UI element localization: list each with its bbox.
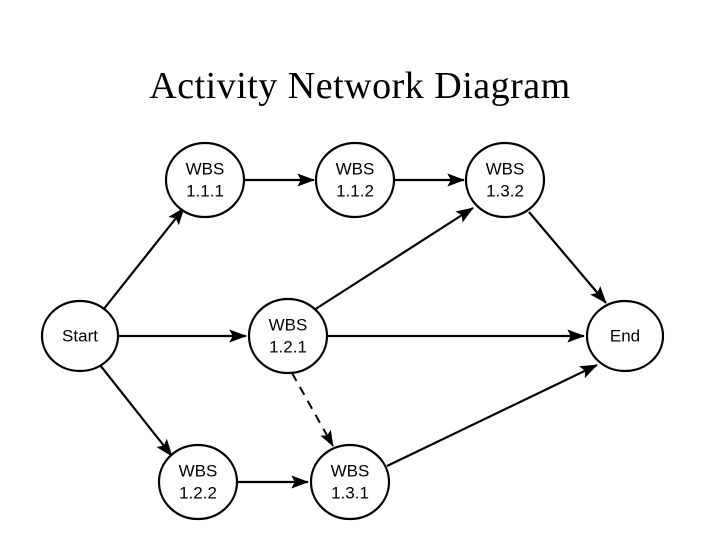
edge-wbs131-to-end: [386, 364, 598, 467]
node-shape-wbs111: [164, 141, 246, 219]
node-shape-end: [585, 299, 665, 373]
node-label-wbs112: WBS: [336, 159, 375, 178]
node-label-wbs132-code: 1.3.2: [486, 181, 524, 200]
edges-layer: [99, 173, 607, 489]
node-label-wbs111-code: 1.1.1: [186, 181, 224, 200]
node-label-wbs121: WBS: [269, 315, 308, 334]
node-wbs131[interactable]: WBS 1.3.1: [309, 443, 391, 521]
node-shape-start: [40, 299, 120, 373]
node-label-wbs121-code: 1.2.1: [269, 337, 307, 356]
node-shape-wbs131: [309, 443, 391, 521]
edge-wbs121-to-wbs132: [313, 207, 474, 311]
node-start[interactable]: Start: [40, 299, 120, 373]
page-title: Activity Network Diagram: [149, 65, 571, 107]
node-wbs122[interactable]: WBS 1.2.2: [157, 443, 239, 521]
edge-start-to-wbs111: [102, 207, 185, 311]
node-label-end: End: [610, 326, 640, 345]
node-shape-wbs112: [314, 141, 396, 219]
node-shape-wbs122: [157, 443, 239, 521]
node-wbs121[interactable]: WBS 1.2.1: [247, 297, 329, 375]
node-label-wbs131: WBS: [331, 461, 370, 480]
edge-wbs132-to-end: [528, 211, 607, 304]
node-label-start: Start: [62, 326, 98, 345]
node-label-wbs132: WBS: [486, 159, 525, 178]
nodes-layer: StartWBS1.1.1WBS1.1.2WBS1.3.2WBS1.2.1End…: [40, 141, 665, 521]
node-wbs112[interactable]: WBS 1.1.2: [314, 141, 396, 219]
edge-start-to-wbs122: [99, 364, 173, 457]
node-label-wbs111: WBS: [186, 159, 225, 178]
node-wbs111[interactable]: WBS 1.1.1: [164, 141, 246, 219]
node-label-wbs122-code: 1.2.2: [179, 483, 217, 502]
edge-wbs121-to-wbs131: [291, 372, 334, 447]
node-shape-wbs121: [247, 297, 329, 375]
node-shape-wbs132: [464, 141, 546, 219]
node-end[interactable]: End: [585, 299, 665, 373]
node-label-wbs122: WBS: [179, 461, 218, 480]
node-label-wbs112-code: 1.1.2: [336, 181, 374, 200]
node-label-wbs131-code: 1.3.1: [331, 483, 369, 502]
node-wbs132[interactable]: WBS 1.3.2: [464, 141, 546, 219]
